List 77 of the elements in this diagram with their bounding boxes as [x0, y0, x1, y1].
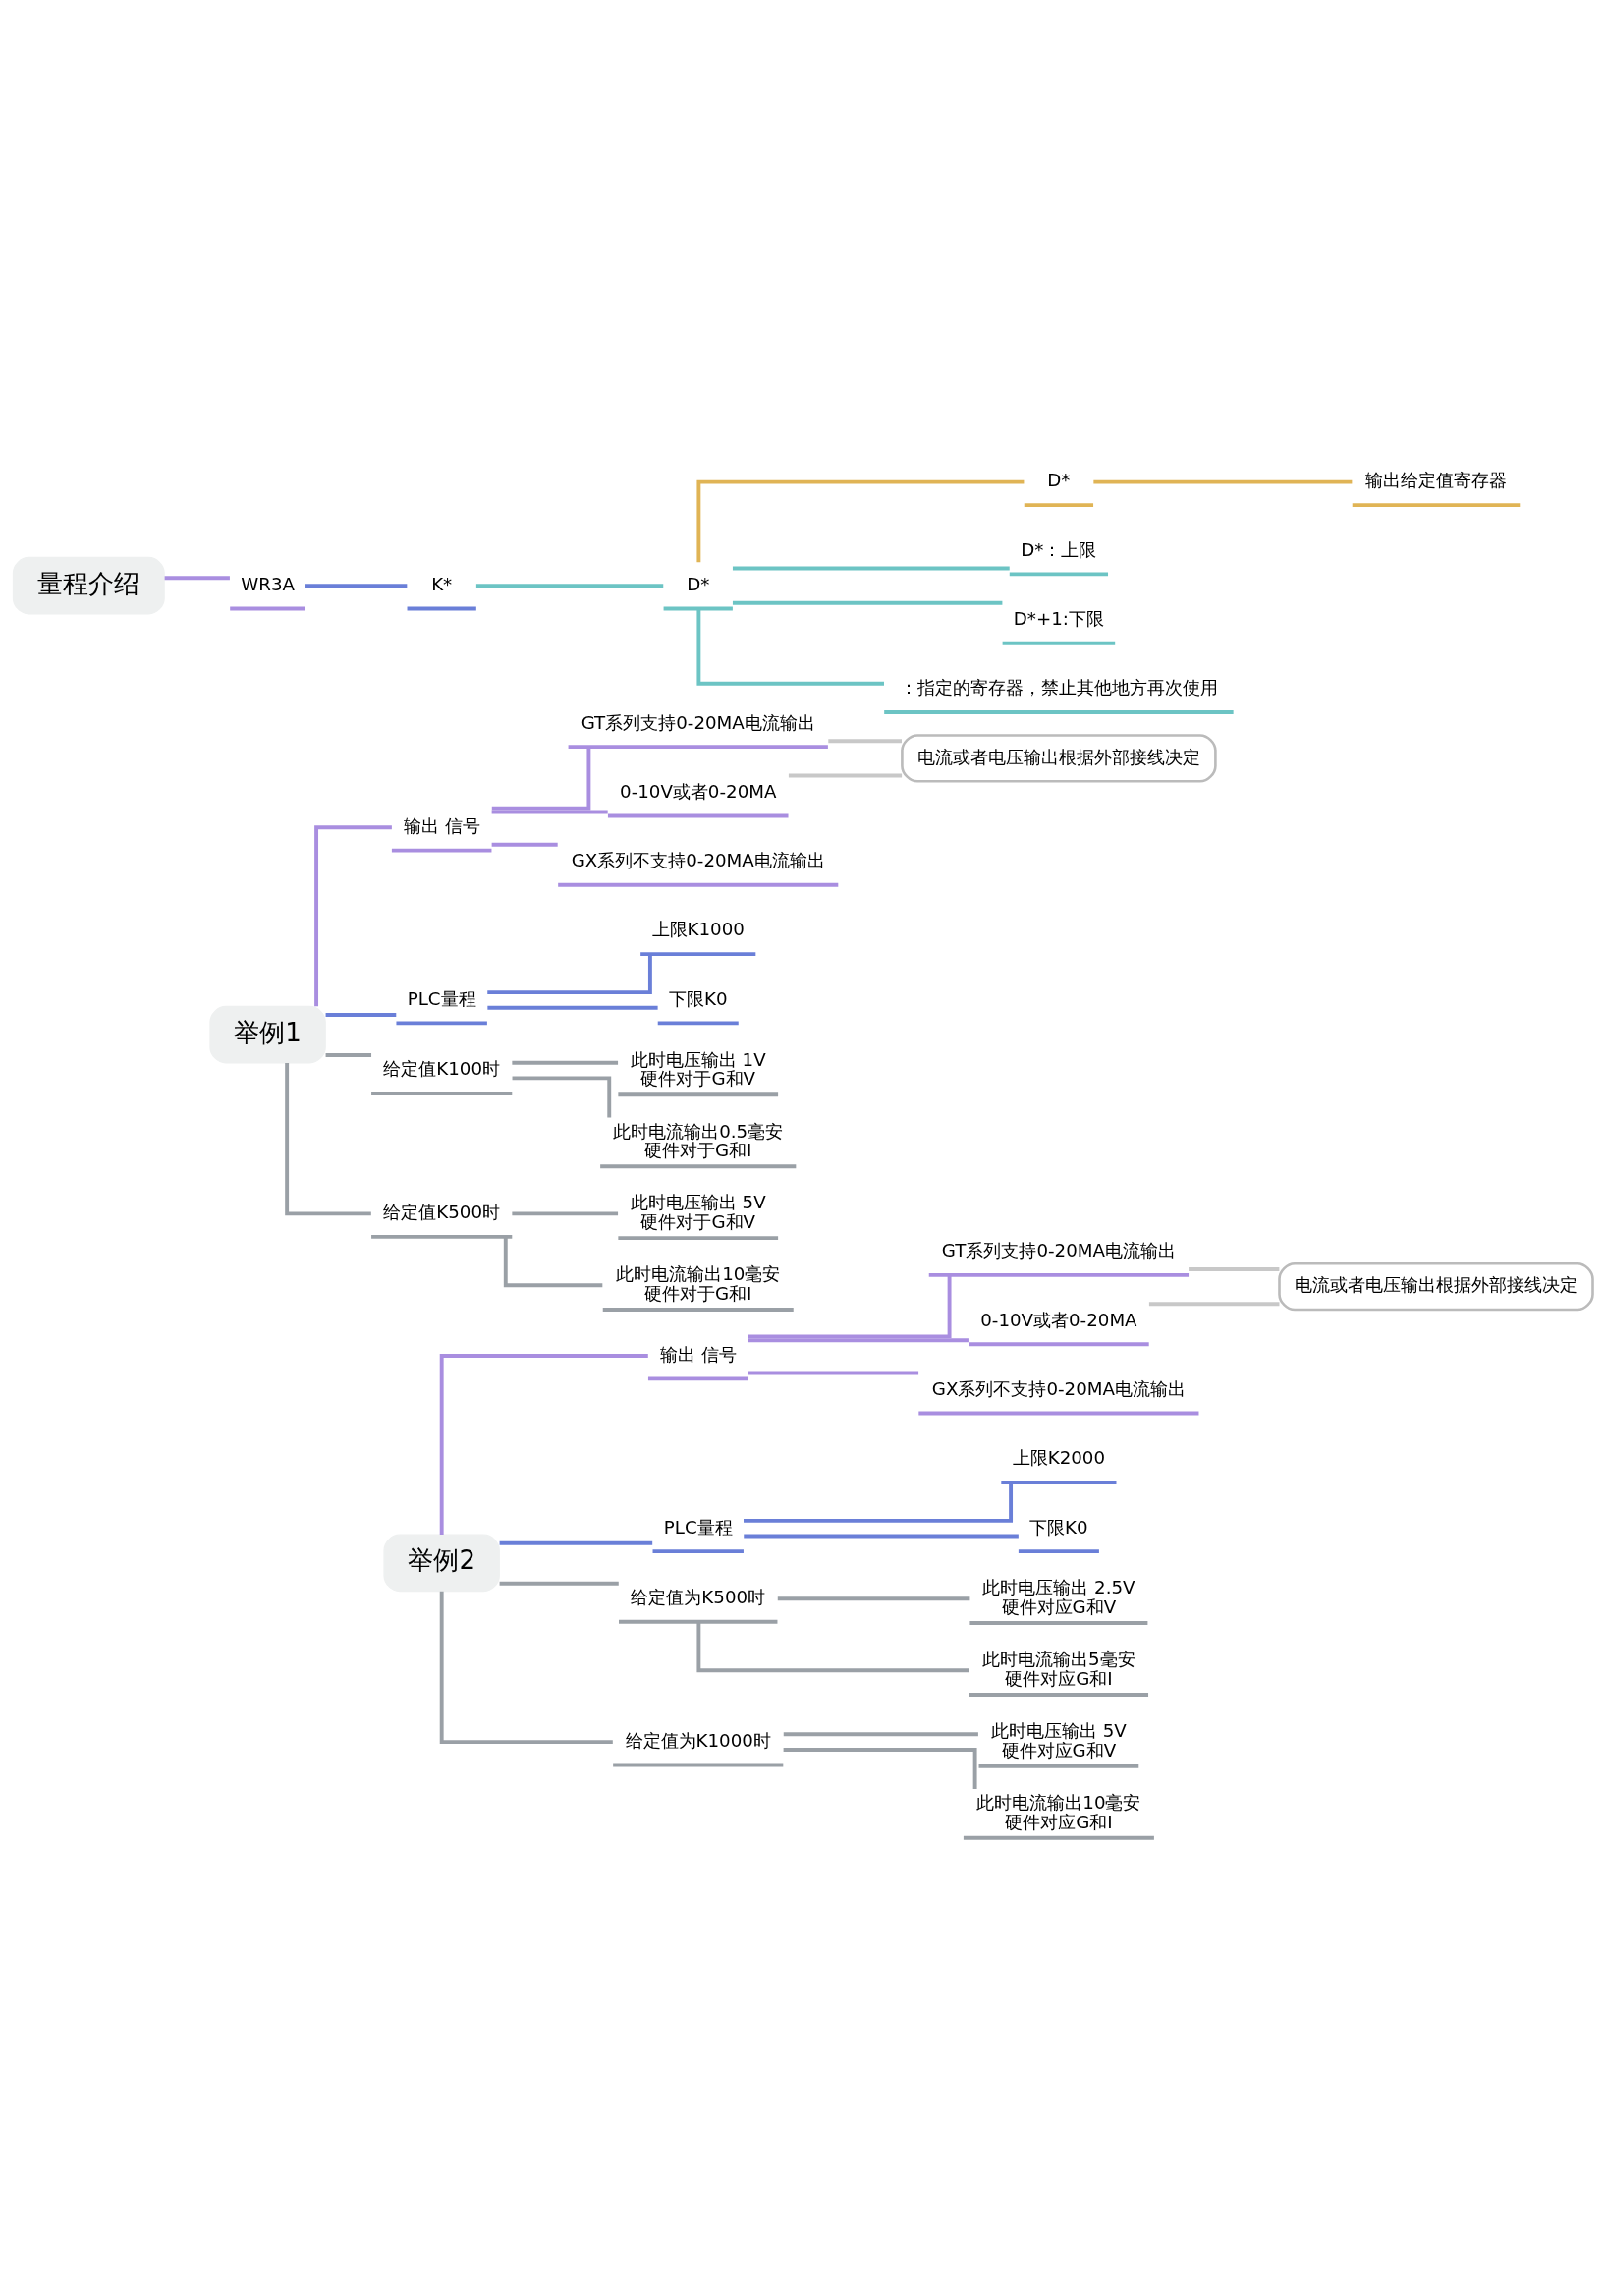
connector — [305, 583, 408, 588]
connector — [503, 1236, 603, 1287]
node-text: 给定值K100时 — [383, 1057, 501, 1079]
connector — [732, 566, 1010, 570]
connector — [732, 600, 1003, 605]
node-text: 输出 信号 — [659, 1343, 737, 1365]
connector — [744, 1534, 1019, 1538]
connector — [475, 583, 664, 588]
connector — [499, 1540, 653, 1545]
connector — [828, 738, 902, 743]
connector — [487, 953, 652, 994]
node-text: D*：上限 — [1021, 538, 1097, 560]
connector — [439, 1591, 613, 1744]
connector — [1189, 1266, 1280, 1271]
connector — [439, 1353, 648, 1535]
node-text: 此时电流输出10毫安 硬件对应G和I — [976, 1791, 1141, 1832]
node-box: 举例2 — [383, 1534, 500, 1592]
node-text: PLC量程 — [663, 1516, 733, 1538]
node-text: PLC量程 — [407, 987, 476, 1009]
node-text: ：指定的寄存器，禁止其他地方再次使用 — [899, 676, 1218, 698]
node-box: 举例1 — [209, 1005, 326, 1063]
node-text: GT系列支持0-20MA电流输出 — [581, 711, 815, 733]
node-text: 0-10V或者0-20MA — [620, 780, 777, 802]
node-text: D* — [687, 573, 710, 594]
connector — [325, 1052, 372, 1057]
node-text: 给定值K500时 — [383, 1201, 501, 1222]
node-text: D* — [1047, 469, 1071, 490]
node-text: 此时电流输出10毫安 硬件对于G和I — [616, 1262, 781, 1304]
connector — [1148, 1301, 1280, 1306]
connector — [696, 479, 1025, 562]
node-text: 0-10V或者0-20MA — [980, 1309, 1137, 1330]
node-text: 输出给定值寄存器 — [1365, 469, 1507, 490]
connector — [696, 608, 884, 686]
connector — [164, 575, 230, 580]
node-text: 此时电压输出 5V 硬件对应G和V — [990, 1719, 1127, 1761]
connector — [491, 810, 608, 814]
node-text: 此时电压输出 1V 硬件对于G和V — [630, 1048, 766, 1089]
node-text: WR3A — [241, 573, 295, 594]
connector — [314, 824, 392, 1006]
node-text: 给定值为K500时 — [631, 1586, 766, 1607]
connector — [696, 1621, 969, 1672]
connector — [783, 1747, 977, 1789]
connector — [512, 1075, 612, 1117]
connector — [744, 1482, 1014, 1523]
connector — [512, 1210, 619, 1215]
connector — [499, 1581, 619, 1586]
node-text: 下限K0 — [1029, 1516, 1088, 1538]
connector — [748, 1274, 952, 1338]
node-text: GT系列支持0-20MA电流输出 — [941, 1239, 1176, 1260]
connector — [1093, 479, 1353, 484]
node-text: 下限K0 — [668, 987, 728, 1009]
connector — [285, 1062, 371, 1215]
node-text: D*+1:下限 — [1013, 607, 1104, 629]
connector — [788, 773, 903, 777]
node-text: 此时电压输出 5V 硬件对于G和V — [630, 1191, 766, 1232]
node-text: 上限K2000 — [1012, 1446, 1106, 1468]
node-box: 电流或者电压输出根据外部接线决定 — [1278, 1261, 1594, 1311]
connector — [487, 1005, 658, 1010]
node-box: 量程介绍 — [12, 556, 165, 614]
node-text: 给定值为K1000时 — [625, 1729, 771, 1751]
connector — [512, 1060, 619, 1065]
connector — [783, 1731, 978, 1736]
node-box: 电流或者电压输出根据外部接线决定 — [901, 733, 1217, 783]
connector — [748, 1371, 919, 1374]
node-text: 此时电流输出5毫安 硬件对应G和I — [982, 1648, 1135, 1689]
connector — [777, 1596, 970, 1600]
connector — [748, 1337, 969, 1342]
node-text: 此时电压输出 2.5V 硬件对应G和V — [982, 1576, 1135, 1617]
node-text: 上限K1000 — [651, 918, 745, 939]
node-text: 输出 信号 — [403, 814, 480, 836]
connector — [491, 746, 591, 811]
node-text: 此时电流输出0.5毫安 硬件对于G和I — [613, 1120, 784, 1160]
node-text: GX系列不支持0-20MA电流输出 — [571, 849, 825, 870]
connector — [325, 1012, 397, 1017]
node-text: GX系列不支持0-20MA电流输出 — [931, 1377, 1186, 1399]
connector — [491, 842, 558, 847]
node-text: K* — [431, 573, 453, 594]
